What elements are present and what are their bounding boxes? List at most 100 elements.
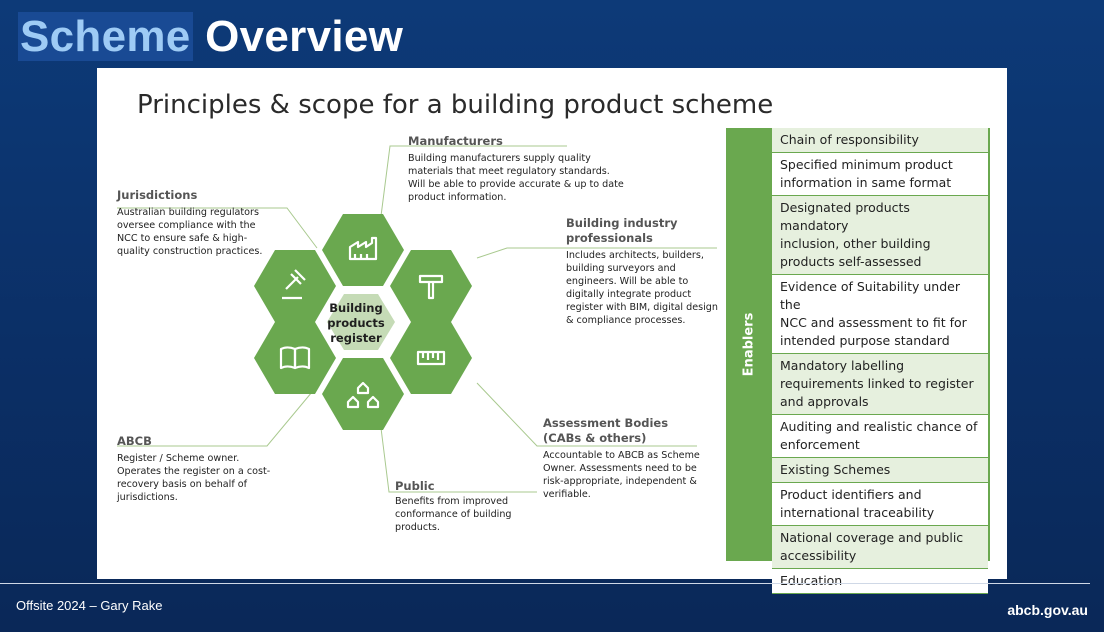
group-jurisdictions: Jurisdictions Australian building regula… [117, 188, 262, 258]
hexagon-top [322, 214, 404, 286]
group-abcb: ABCB Register / Scheme owner. Operates t… [117, 434, 270, 504]
center-hexagon-label: Building products register [321, 301, 391, 346]
footer-website: abcb.gov.au [1007, 602, 1088, 618]
group-text: Building manufacturers supply quality ma… [408, 152, 624, 204]
text-line: Will be able to provide accurate & up to… [408, 179, 624, 190]
group-heading: Building industry professionals [566, 216, 718, 246]
enabler-item-line: intended purpose standard [780, 333, 950, 348]
enabler-item-line: products self-assessed [780, 254, 922, 269]
text-line: Australian building regulators [117, 207, 259, 218]
group-manufacturers: Manufacturers Building manufacturers sup… [408, 134, 624, 204]
text-line: NCC to ensure safe & high- [117, 233, 248, 244]
text-line: digitally integrate product [566, 289, 692, 300]
group-public: Public Benefits from improved conformanc… [395, 479, 512, 534]
enabler-item: Designated products mandatory inclusion, … [772, 196, 988, 275]
connector-manufacturers [380, 145, 567, 217]
heading-line: professionals [566, 231, 653, 245]
text-line: Benefits from improved [395, 496, 509, 507]
text-line: Includes architects, builders, [566, 250, 704, 261]
ruler-icon [416, 350, 446, 366]
text-line: Building manufacturers supply quality [408, 153, 591, 164]
text-line: product information. [408, 192, 507, 203]
center-label-line: register [330, 331, 382, 345]
group-text: Register / Scheme owner. Operates the re… [117, 452, 270, 504]
hexagon-diagram [117, 145, 717, 493]
gavel-icon [282, 269, 306, 300]
enabler-item-line: Mandatory labelling [780, 358, 905, 373]
slide-title-word2: Overview [205, 12, 404, 61]
enabler-item-line: Specified minimum product [780, 157, 953, 172]
text-line: register with BIM, digital design [566, 302, 718, 313]
text-line: building surveyors and [566, 263, 676, 274]
enabler-item-line: and approvals [780, 394, 869, 409]
text-line: recovery basis on behalf of [117, 479, 248, 490]
group-text: Accountable to ABCB as Scheme Owner. Ass… [543, 449, 700, 501]
slide-title: Scheme Overview [18, 12, 403, 62]
text-line: Operates the register on a cost- [117, 466, 271, 477]
group-heading: Assessment Bodies (CABs & others) [543, 416, 700, 446]
enablers-label-text: Enablers [741, 312, 757, 377]
connector-abcb [117, 385, 318, 447]
enabler-item-line: Existing Schemes [780, 462, 891, 477]
group-heading: Public [395, 479, 435, 493]
text-line: materials that meet regulatory standards… [408, 166, 610, 177]
enabler-item-line: Education [780, 573, 843, 588]
group-heading: Manufacturers [408, 134, 503, 148]
enabler-item-line: National coverage and public [780, 530, 964, 545]
group-text: Australian building regulators oversee c… [117, 206, 262, 258]
hexagon-bottom-right [390, 322, 472, 394]
heading-line: Building industry [566, 216, 678, 230]
enabler-item: Existing Schemes [772, 458, 988, 483]
heading-line: (CABs & others) [543, 431, 647, 445]
enabler-item-line: international traceability [780, 505, 935, 520]
footer-divider [0, 583, 1090, 584]
enabler-item: National coverage and public accessibilit… [772, 526, 988, 569]
enabler-item-line: NCC and assessment to fit for [780, 315, 967, 330]
text-line: risk-appropriate, independent & [543, 476, 697, 487]
enabler-item-line: Designated products mandatory [780, 200, 910, 233]
connector-public [380, 427, 537, 493]
panel-subtitle: Principles & scope for a building produc… [137, 90, 774, 120]
group-text: Benefits from improved conformance of bu… [395, 495, 512, 534]
connector-assessment [476, 382, 697, 447]
center-hexagon [327, 294, 395, 350]
enabler-item-line: Product identifiers and [780, 487, 922, 502]
hexagon-top-right [390, 250, 472, 322]
enabler-item: Education [772, 569, 988, 594]
factory-icon [348, 236, 378, 261]
text-line: & compliance processes. [566, 315, 686, 326]
content-panel: Principles & scope for a building produc… [97, 68, 1007, 594]
footer-presenter: Offsite 2024 – Gary Rake [16, 598, 163, 613]
group-professionals: Building industry professionals Includes… [566, 216, 718, 327]
heading-line: Assessment Bodies [543, 416, 669, 430]
enabler-item: Mandatory labelling requirements linked t… [772, 354, 988, 415]
group-heading: ABCB [117, 434, 152, 448]
hammer-icon [418, 274, 444, 300]
group-text: Includes architects, builders, building … [566, 249, 718, 327]
enabler-item-line: accessibility [780, 548, 857, 563]
enabler-item: Specified minimum product information in … [772, 153, 988, 196]
text-line: Owner. Assessments need to be [543, 463, 697, 474]
slide-title-word1: Scheme [18, 12, 193, 61]
enabler-item-line: Evidence of Suitability under the [780, 279, 960, 312]
book-icon [279, 346, 311, 370]
connector-jurisdictions [117, 207, 318, 249]
enablers-label: Enablers [734, 128, 764, 561]
text-line: Register / Scheme owner. [117, 453, 240, 464]
text-line: verifiable. [543, 489, 591, 500]
text-line: conformance of building [395, 509, 512, 520]
enabler-item-line: requirements linked to register [780, 376, 974, 391]
enabler-item-line: information in same format [780, 175, 952, 190]
enabler-item-line: inclusion, other building [780, 236, 931, 251]
text-line: quality construction practices. [117, 246, 263, 257]
group-heading: Jurisdictions [117, 188, 198, 202]
houses-icon [346, 381, 380, 409]
enabler-item-line: Auditing and realistic chance of [780, 419, 978, 434]
text-line: engineers. Will be able to [566, 276, 689, 287]
enabler-item-line: Chain of responsibility [780, 132, 919, 147]
connector-professionals [476, 247, 717, 259]
center-label-line: products [327, 316, 385, 330]
